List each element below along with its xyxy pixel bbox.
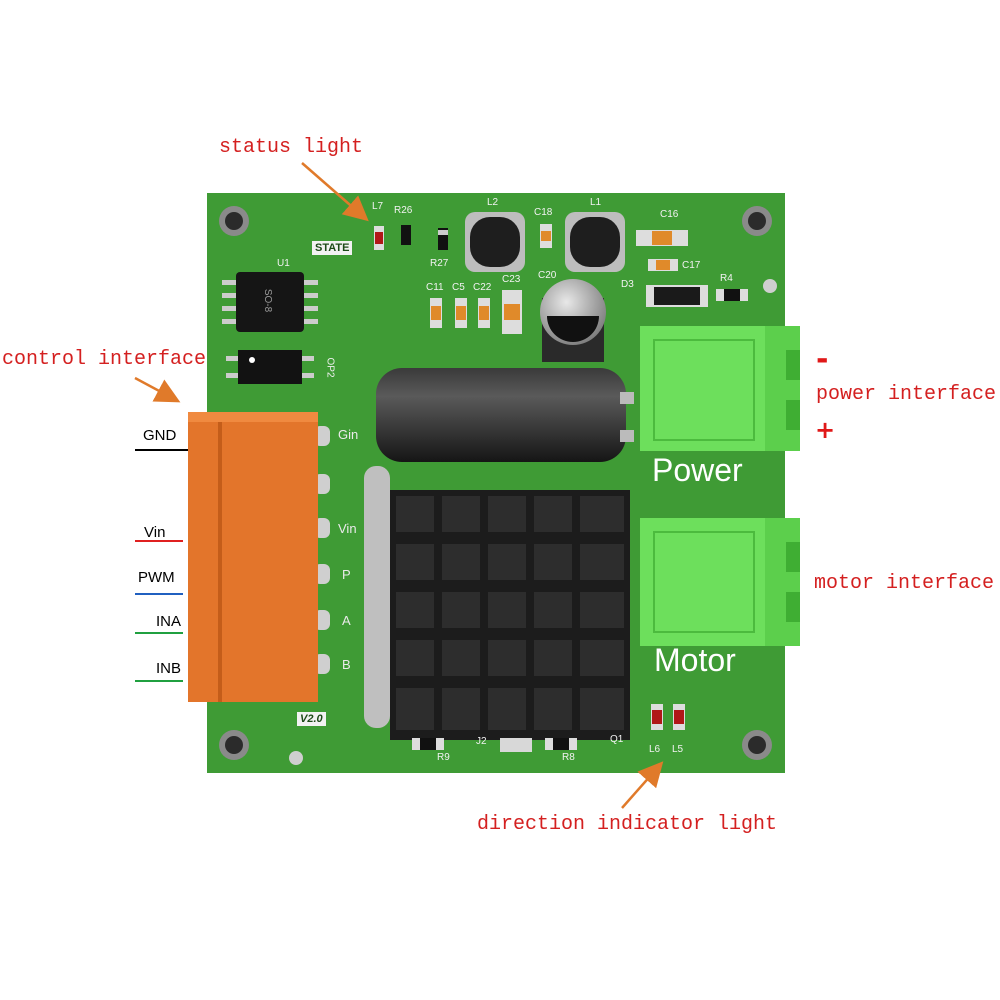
pin-label-b: B xyxy=(342,657,351,672)
mounting-holes xyxy=(219,206,777,765)
ref-r26: R26 xyxy=(394,205,413,216)
electrolytic-capacitor-c20 xyxy=(540,279,606,362)
cap-c16 xyxy=(636,230,688,246)
cap-c17 xyxy=(648,259,678,271)
power-interface-label: power interface xyxy=(816,383,997,406)
cap-c23 xyxy=(502,290,522,334)
connector-j2 xyxy=(500,738,532,752)
diode-d3 xyxy=(646,285,708,307)
cap-c18 xyxy=(540,224,552,248)
resistor-r26 xyxy=(401,225,411,245)
caps-c11-c5-c22 xyxy=(430,298,490,328)
chip-u1 xyxy=(222,272,318,332)
wire-label-inb: INB xyxy=(156,660,182,677)
power-label: Power xyxy=(652,452,743,488)
ref-r9: R9 xyxy=(437,752,450,763)
ref-j2: J2 xyxy=(476,736,487,747)
motor-interface-label: motor interface xyxy=(814,572,995,595)
ref-c20: C20 xyxy=(538,270,557,281)
minus-sign: - xyxy=(816,342,829,377)
inductor-l1 xyxy=(565,212,625,272)
ref-l1: L1 xyxy=(590,197,602,208)
wire-label-gnd: GND xyxy=(143,427,177,444)
pin-label-vin: Vin xyxy=(338,521,357,536)
control-interface-label: control interface xyxy=(2,348,207,371)
ref-q1: Q1 xyxy=(610,734,624,745)
direction-leds xyxy=(651,704,685,730)
cylinder-component xyxy=(376,368,634,462)
pin-label-gin: Gin xyxy=(338,427,359,442)
thermal-strip xyxy=(364,466,390,728)
power-terminal-block xyxy=(640,326,800,451)
ref-c5: C5 xyxy=(452,282,465,293)
direction-indicator-light-label: direction indicator light xyxy=(477,813,778,836)
ref-r8: R8 xyxy=(562,752,575,763)
ref-c11: C11 xyxy=(426,282,444,293)
resistor-r4 xyxy=(716,289,748,301)
motor-label: Motor xyxy=(654,642,736,678)
ref-l5: L5 xyxy=(672,744,684,755)
ref-d3: D3 xyxy=(621,279,634,290)
resistor-r27 xyxy=(438,228,448,250)
version-label: V2.0 xyxy=(297,712,326,726)
state-label: STATE xyxy=(312,241,353,255)
callout-arrows xyxy=(134,162,664,809)
optocoupler-op2 xyxy=(226,350,314,384)
ref-r4: R4 xyxy=(720,273,733,284)
wire-label-pwm: PWM xyxy=(138,569,175,586)
wire-label-ina: INA xyxy=(156,613,182,630)
resistor-r9 xyxy=(412,738,444,750)
pin-label-a: A xyxy=(342,613,351,628)
chip-u1-marking: SO-8 xyxy=(262,288,274,313)
plus-sign: + xyxy=(815,416,836,444)
status-led xyxy=(374,226,384,250)
status-light-label: status light xyxy=(219,136,364,159)
ref-c16: C16 xyxy=(660,209,679,220)
ref-c17: C17 xyxy=(682,260,701,271)
wires xyxy=(135,449,188,682)
ref-l2: L2 xyxy=(487,197,499,208)
control-terminal-block xyxy=(188,412,318,702)
ref-c22: C22 xyxy=(473,282,492,293)
pin-label-p: P xyxy=(342,567,351,582)
ref-c23: C23 xyxy=(502,274,521,285)
resistor-r8 xyxy=(545,738,577,750)
ref-c18: C18 xyxy=(534,207,553,218)
heatsink xyxy=(390,490,630,740)
ref-l6: L6 xyxy=(649,744,661,755)
ref-l7: L7 xyxy=(372,201,384,212)
ref-u1: U1 xyxy=(277,258,290,269)
wire-label-vin: Vin xyxy=(144,524,166,541)
ref-op2: OP2 xyxy=(324,357,336,378)
inductor-l2 xyxy=(465,212,525,272)
ref-r27: R27 xyxy=(430,258,449,269)
motor-terminal-block xyxy=(640,518,800,646)
